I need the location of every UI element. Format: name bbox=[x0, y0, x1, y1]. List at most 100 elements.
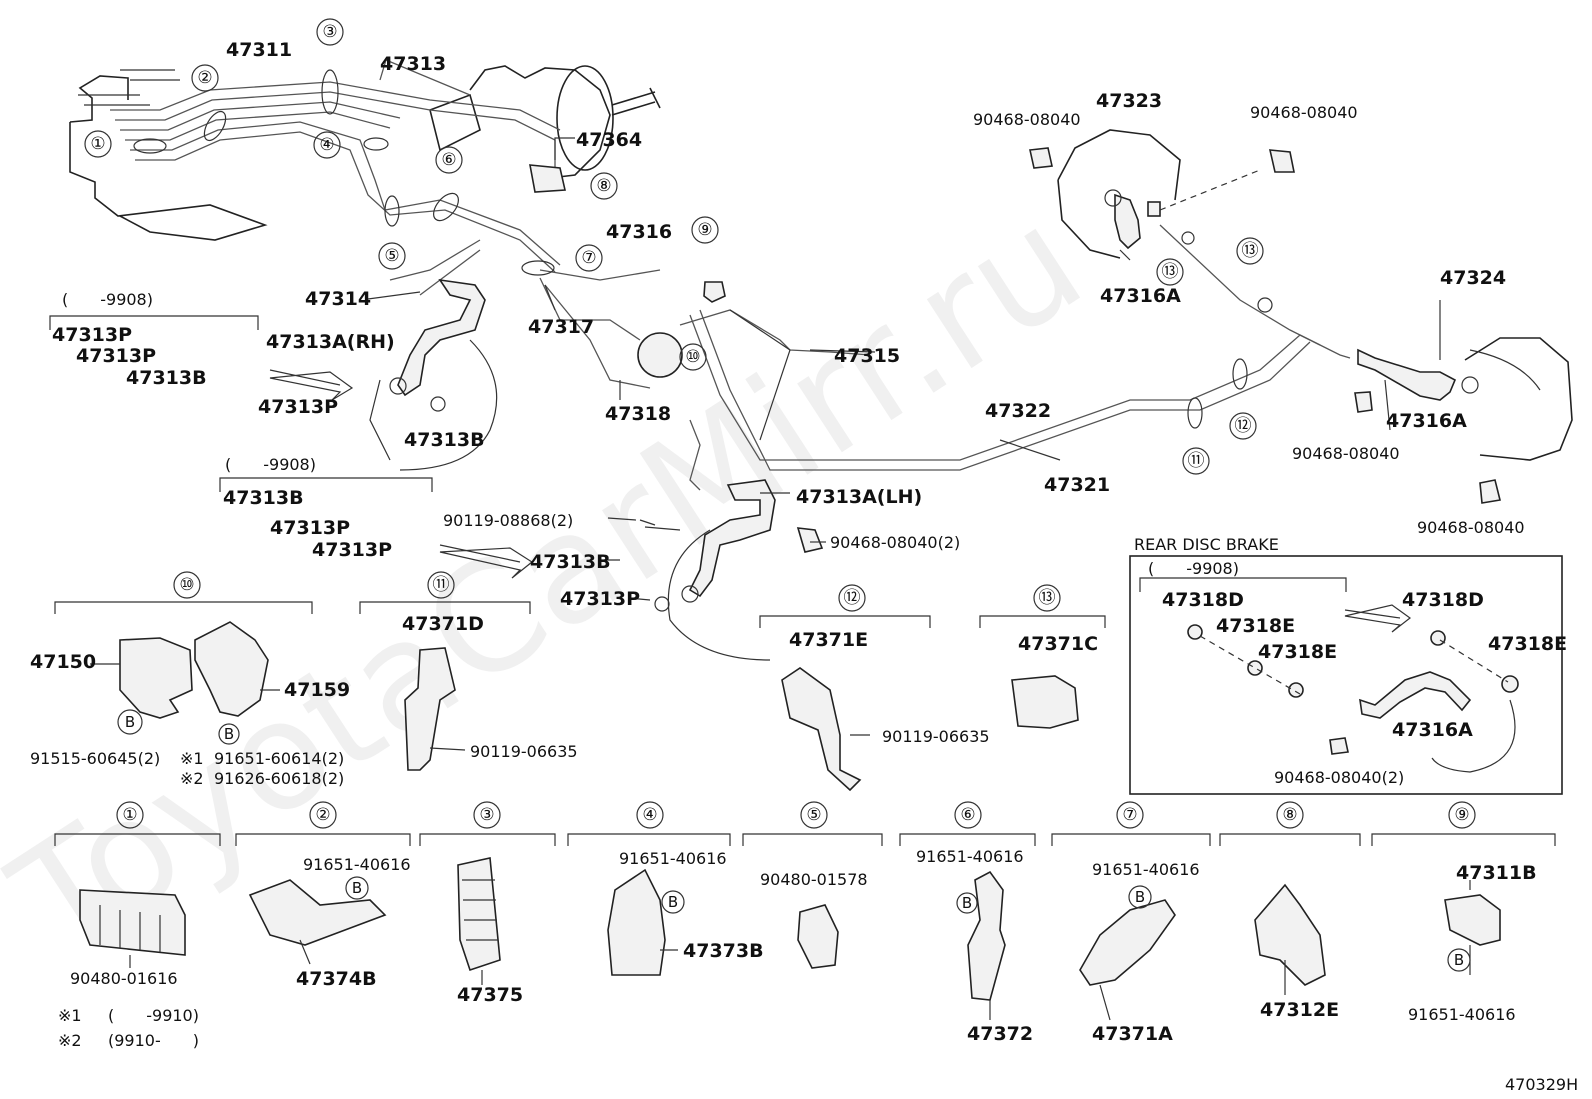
bolt-mark: B bbox=[117, 709, 143, 735]
label-47318d: 47318D bbox=[1162, 589, 1244, 611]
svg-text:⑧: ⑧ bbox=[596, 176, 611, 196]
bolt-mark: B bbox=[661, 890, 685, 914]
svg-text:B: B bbox=[1454, 951, 1464, 969]
section-7-head: ⑦ bbox=[1116, 801, 1144, 829]
upper-rear-disc bbox=[1057, 129, 1273, 313]
label-47313p: 47313P bbox=[270, 517, 350, 539]
callout-2: ② bbox=[191, 64, 219, 92]
label-90468-08040: 90468-08040 bbox=[1417, 518, 1525, 537]
label-47372: 47372 bbox=[967, 1023, 1033, 1045]
label-47311b: 47311B bbox=[1456, 862, 1537, 884]
label-47318: 47318 bbox=[605, 403, 671, 425]
svg-text:⑬: ⑬ bbox=[1162, 262, 1179, 282]
label-91651-40616: 91651-40616 bbox=[1092, 860, 1200, 879]
svg-text:⑤: ⑤ bbox=[806, 805, 821, 825]
callout-9: ⑨ bbox=[691, 216, 719, 244]
part-sketches bbox=[79, 621, 1501, 1001]
label-47313p: 47313P bbox=[76, 345, 156, 367]
date-note-9908: ( -9908) bbox=[225, 455, 316, 474]
note1-mark: ※1 bbox=[180, 749, 204, 768]
section-13-head: ⑬ bbox=[1033, 584, 1061, 612]
label-47313b: 47313B bbox=[530, 551, 611, 573]
rear-drum-brake bbox=[1357, 337, 1573, 461]
section-5-head: ⑤ bbox=[800, 801, 828, 829]
bolt-mark: B bbox=[956, 892, 978, 914]
label-47318e: 47318E bbox=[1216, 615, 1295, 637]
rear-brake-pipes bbox=[679, 224, 1351, 491]
label-47317: 47317 bbox=[528, 316, 594, 338]
svg-text:②: ② bbox=[197, 68, 212, 88]
label-47324: 47324 bbox=[1440, 267, 1506, 289]
label-90468-08040-2: 90468-08040(2) bbox=[830, 533, 960, 552]
section-6-head: ⑥ bbox=[954, 801, 982, 829]
date-brackets bbox=[49, 315, 1347, 592]
svg-text:③: ③ bbox=[479, 805, 494, 825]
label-47313a-lh: 47313A(LH) bbox=[796, 486, 922, 508]
label-47150: 47150 bbox=[30, 651, 96, 673]
note1-range: ( -9910) bbox=[108, 1006, 199, 1025]
svg-text:⑬: ⑬ bbox=[1039, 588, 1056, 608]
label-91626-60618-2: 91626-60618(2) bbox=[214, 769, 344, 788]
note2-mark: ※2 bbox=[180, 769, 204, 788]
label-90468-08040: 90468-08040 bbox=[1292, 444, 1400, 463]
pipe-clip-ovals bbox=[133, 69, 1248, 429]
svg-text:⑤: ⑤ bbox=[384, 246, 399, 266]
label-90480-01578: 90480-01578 bbox=[760, 870, 868, 889]
svg-text:⑪: ⑪ bbox=[1188, 451, 1205, 471]
label-47318e: 47318E bbox=[1488, 633, 1567, 655]
label-91651-40616: 91651-40616 bbox=[303, 855, 411, 874]
label-47371c: 47371C bbox=[1018, 633, 1098, 655]
brake-pipe-bundle bbox=[110, 59, 661, 389]
label-47313a-rh: 47313A(RH) bbox=[266, 331, 395, 353]
callout-1: ① bbox=[84, 130, 112, 158]
section-brackets bbox=[54, 601, 1556, 846]
svg-text:①: ① bbox=[122, 805, 137, 825]
svg-text:②: ② bbox=[315, 805, 330, 825]
section-4-head: ④ bbox=[636, 801, 664, 829]
label-47371d: 47371D bbox=[402, 613, 484, 635]
rear-disc-title: REAR DISC BRAKE bbox=[1134, 535, 1279, 554]
callout-10: ⑩ bbox=[679, 343, 707, 371]
callout-6: ⑥ bbox=[435, 146, 463, 174]
label-47159: 47159 bbox=[284, 679, 350, 701]
label-47313: 47313 bbox=[380, 53, 446, 75]
svg-text:B: B bbox=[125, 713, 135, 731]
note2-mark: ※2 bbox=[58, 1031, 82, 1050]
callout-5: ⑤ bbox=[378, 242, 406, 270]
label-47312e: 47312E bbox=[1260, 999, 1339, 1021]
svg-text:⑦: ⑦ bbox=[1122, 805, 1137, 825]
callout-4: ④ bbox=[313, 131, 341, 159]
label-47313b: 47313B bbox=[223, 487, 304, 509]
date-note-9908: ( -9908) bbox=[62, 290, 153, 309]
leader-lines bbox=[90, 137, 1471, 1021]
svg-text:⑫: ⑫ bbox=[1235, 416, 1252, 436]
svg-text:①: ① bbox=[90, 134, 105, 154]
bolt-mark: B bbox=[1447, 948, 1471, 972]
callout-13b: ⑬ bbox=[1236, 237, 1264, 265]
section-9-head: ⑨ bbox=[1448, 801, 1476, 829]
date-note-9908: ( -9908) bbox=[1148, 559, 1239, 578]
svg-text:⑦: ⑦ bbox=[581, 248, 596, 268]
label-47373b: 47373B bbox=[683, 940, 764, 962]
label-47374b: 47374B bbox=[296, 968, 377, 990]
label-90119-06635: 90119-06635 bbox=[470, 742, 578, 761]
label-47371a: 47371A bbox=[1092, 1023, 1173, 1045]
svg-text:⑧: ⑧ bbox=[1282, 805, 1297, 825]
label-47313p: 47313P bbox=[312, 539, 392, 561]
label-47323: 47323 bbox=[1096, 90, 1162, 112]
svg-text:B: B bbox=[962, 894, 972, 912]
label-47316a-disc: 47316A bbox=[1392, 719, 1473, 741]
label-47314: 47314 bbox=[305, 288, 371, 310]
watermark: ToyotaCarMirr.ru bbox=[0, 174, 1111, 990]
label-47313b: 47313B bbox=[404, 429, 485, 451]
note1-mark: ※1 bbox=[58, 1006, 82, 1025]
svg-text:⑨: ⑨ bbox=[1454, 805, 1469, 825]
label-90468-08040: 90468-08040 bbox=[973, 110, 1081, 129]
svg-text:③: ③ bbox=[322, 22, 337, 42]
front-hose-lh bbox=[639, 479, 776, 661]
label-91651-40616: 91651-40616 bbox=[1408, 1005, 1516, 1024]
small-clips bbox=[529, 147, 1501, 553]
svg-text:B: B bbox=[1135, 888, 1145, 906]
label-47313p: 47313P bbox=[258, 396, 338, 418]
